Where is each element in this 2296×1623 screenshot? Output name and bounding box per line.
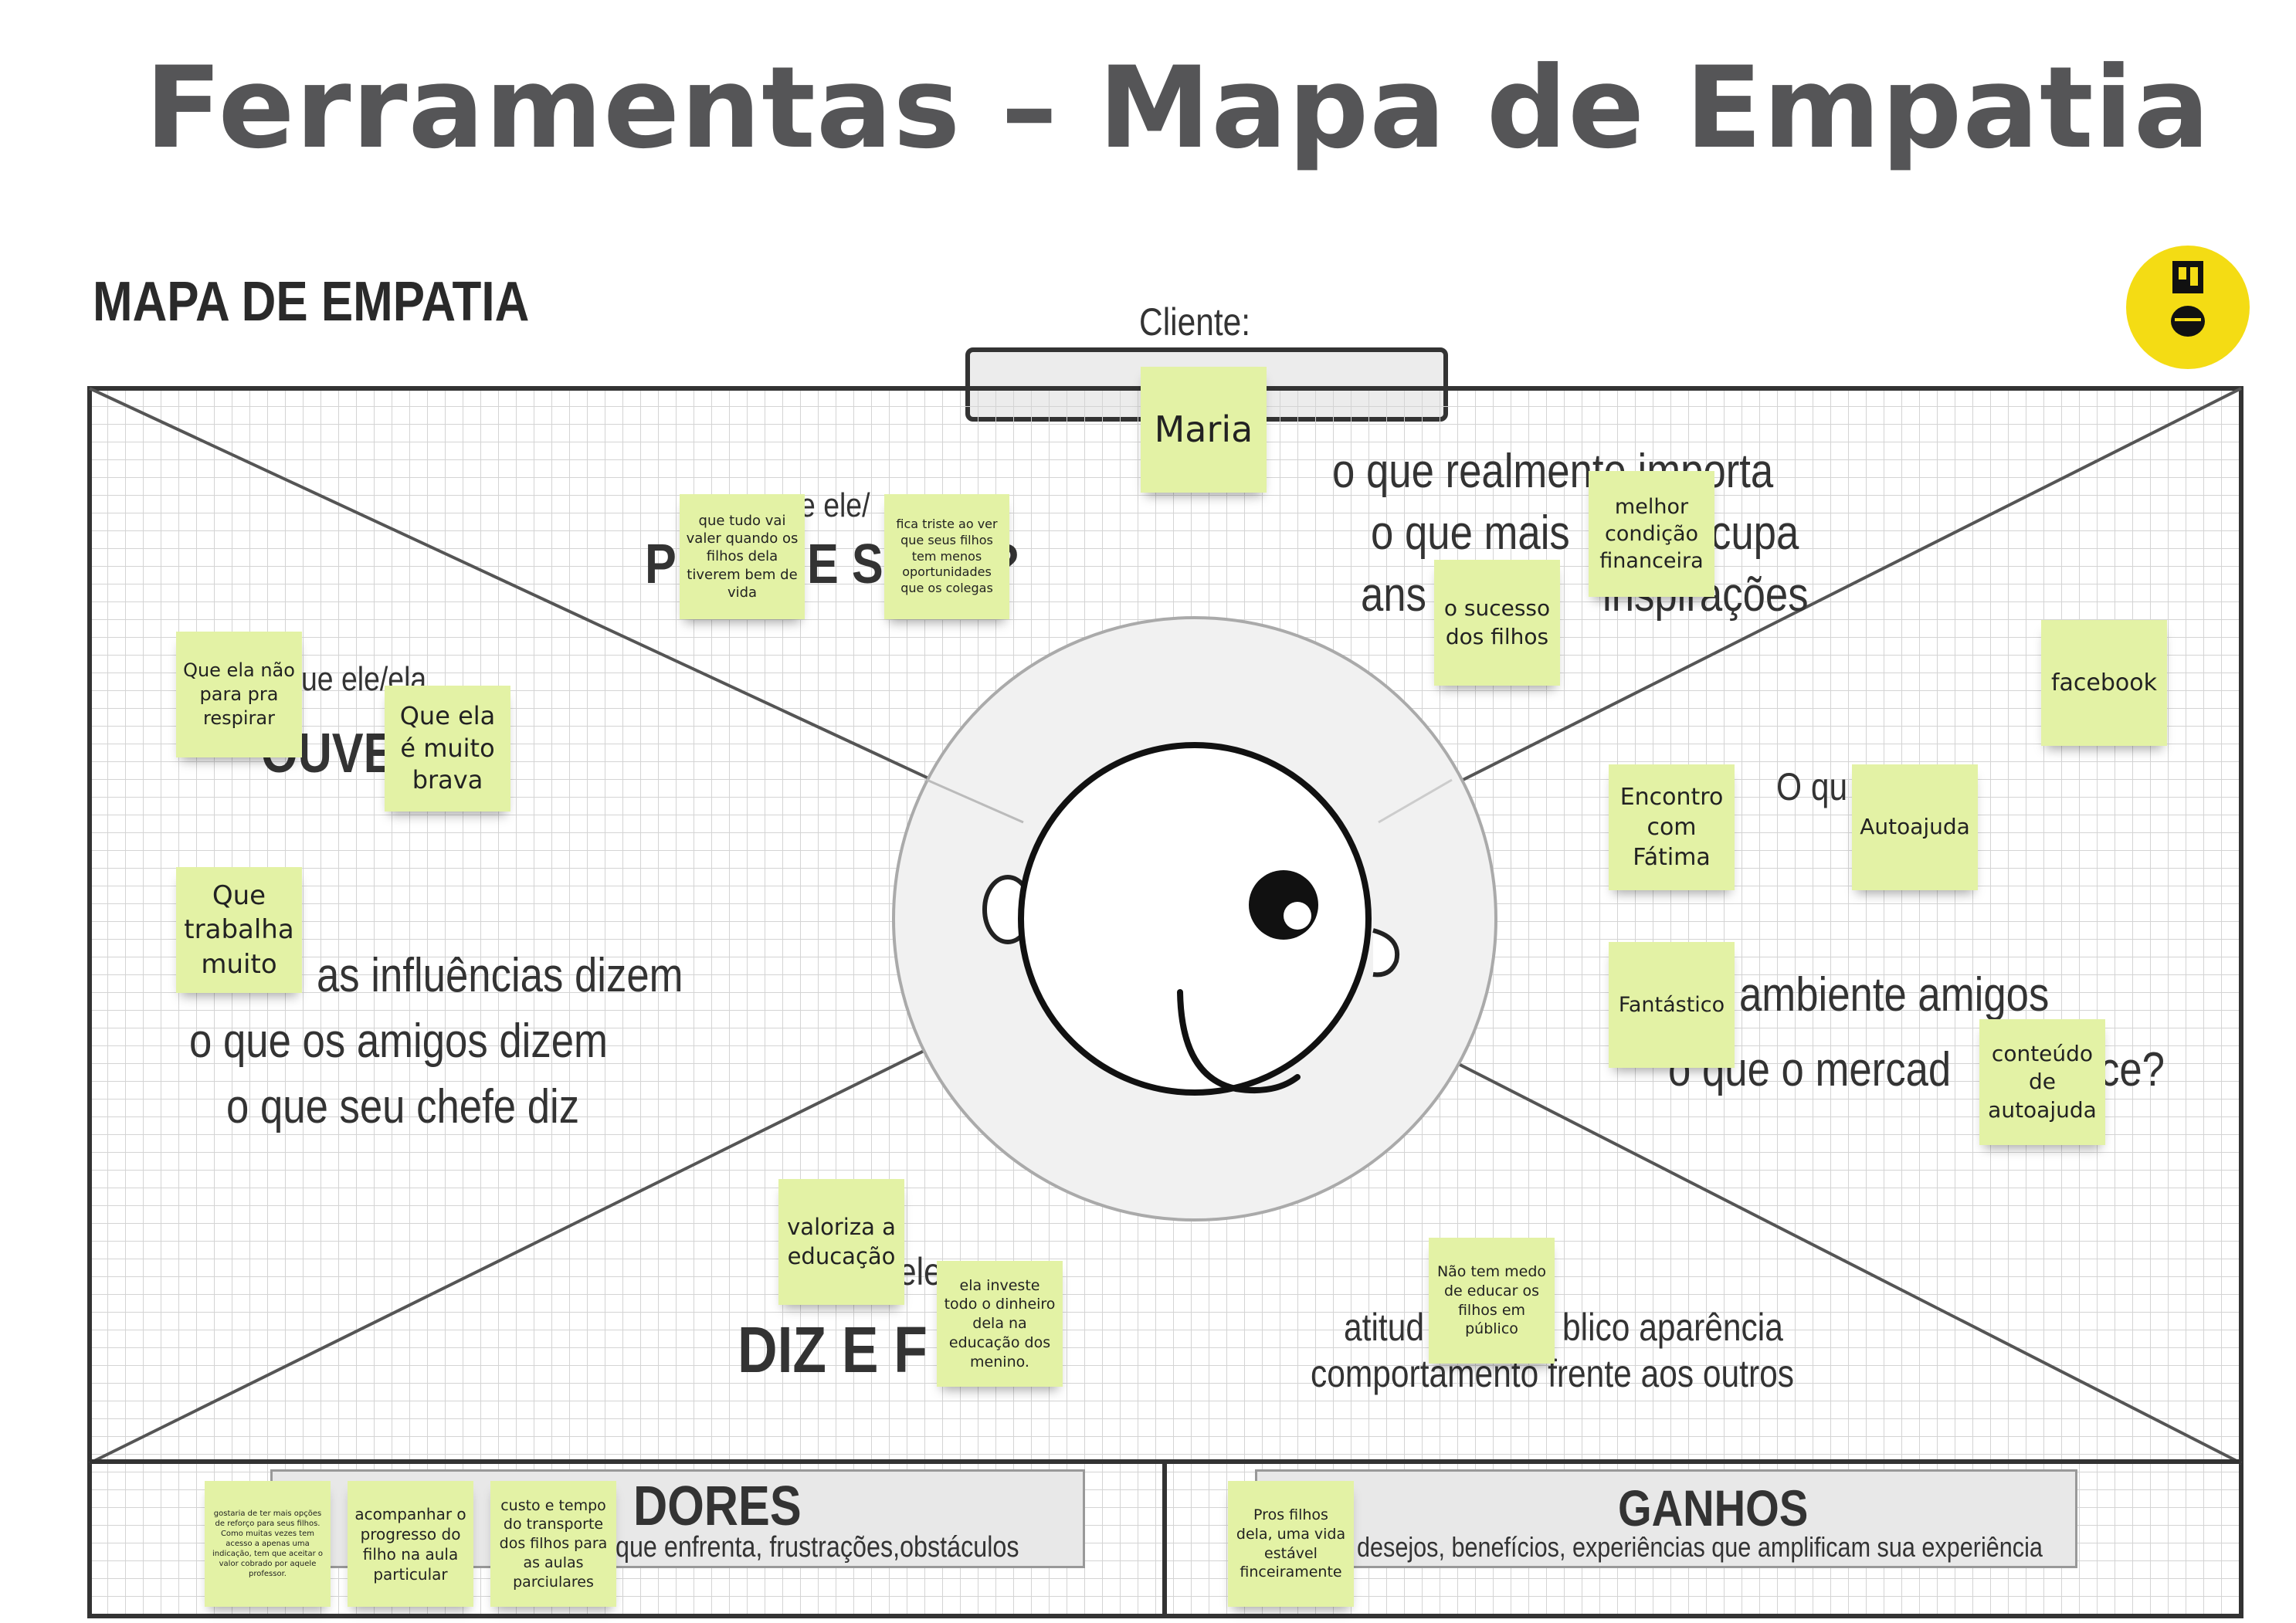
diz-detail-1: atitud — [1344, 1306, 1424, 1349]
importa-2: o que mais — [1371, 507, 1570, 560]
sticky-reforco[interactable]: gostaria de ter mais opções de reforço p… — [205, 1481, 331, 1607]
cliente-label: Cliente: — [1139, 300, 1251, 344]
sticky-valoriza-educacao[interactable]: valoriza a educação — [778, 1179, 904, 1305]
sticky-trabalha-muito[interactable]: Que trabalha muito — [176, 867, 302, 993]
ve-detail-3: ce? — [2099, 1043, 2165, 1096]
pensa-line3: E S — [807, 534, 883, 595]
ouve-detail-3: o que seu chefe diz — [226, 1080, 580, 1133]
diz-detail-2: blico aparência — [1562, 1306, 1783, 1349]
sticky-autoajuda[interactable]: Autoajuda — [1852, 764, 1978, 890]
sticky-acompanhar-progresso[interactable]: acompanhar o progresso do filho na aula … — [348, 1481, 473, 1607]
sticky-nao-para-respirar[interactable]: Que ela não para pra respirar — [176, 632, 302, 757]
sticky-pros-filhos[interactable]: Pros filhos dela, uma vida estável fince… — [1228, 1481, 1354, 1607]
sticky-melhor-condicao[interactable]: melhor condição financeira — [1589, 471, 1714, 597]
ouve-detail-1: as influências dizem — [317, 949, 683, 1002]
sticky-sucesso-filhos[interactable]: o sucesso dos filhos — [1434, 560, 1560, 686]
pensa-line1: e ele/ — [799, 486, 870, 524]
ganhos-subtitle: desejos, benefícios, experiências que am… — [1357, 1531, 2043, 1563]
importa-3: cupa — [1711, 507, 1799, 560]
ve-detail-1: ambiente amigos — [1739, 968, 2050, 1022]
ve-line1: O qu — [1776, 765, 1848, 808]
sticky-fica-triste[interactable]: fica triste ao ver que seus filhos tem m… — [884, 494, 1009, 619]
dores-title: DORES — [633, 1476, 802, 1537]
ganhos-panel — [1255, 1469, 2077, 1568]
pensa-line2: P — [645, 534, 677, 595]
sticky-maria[interactable]: Maria — [1141, 367, 1267, 493]
logo-mark-icon — [2171, 261, 2205, 337]
diz-line2: DIZ E F — [738, 1313, 928, 1386]
ganhos-title: GANHOS — [1618, 1479, 1809, 1537]
sticky-facebook[interactable]: facebook — [2041, 620, 2167, 746]
ouve-detail-2: o que os amigos dizem — [189, 1015, 608, 1068]
dores-subtitle: que enfrenta, frustrações,obstáculos — [616, 1531, 1019, 1564]
sticky-custo-tempo[interactable]: custo e tempo do transporte dos filhos p… — [490, 1481, 616, 1607]
map-title: MAPA DE EMPATIA — [93, 271, 530, 333]
sticky-nao-tem-medo[interactable]: Não tem medo de educar os filhos em públ… — [1429, 1238, 1555, 1364]
sticky-investe-dinheiro[interactable]: ela investe todo o dinheiro dela na educ… — [937, 1261, 1063, 1387]
page-title: Ferramentas – Mapa de Empatia — [144, 42, 2211, 174]
sticky-fantastico[interactable]: Fantástico — [1609, 942, 1735, 1068]
sticky-muito-brava[interactable]: Que ela é muito brava — [385, 686, 510, 812]
diz-line1: ele — [898, 1250, 942, 1293]
sticky-tudo-vai-valer[interactable]: que tudo vai valer quando os filhos dela… — [680, 494, 805, 619]
sticky-conteudo-autoajuda[interactable]: conteúdo de autoajuda — [1979, 1019, 2105, 1145]
sticky-encontro-fatima[interactable]: Encontro com Fátima — [1609, 764, 1735, 890]
importa-4: ans — [1361, 568, 1426, 622]
